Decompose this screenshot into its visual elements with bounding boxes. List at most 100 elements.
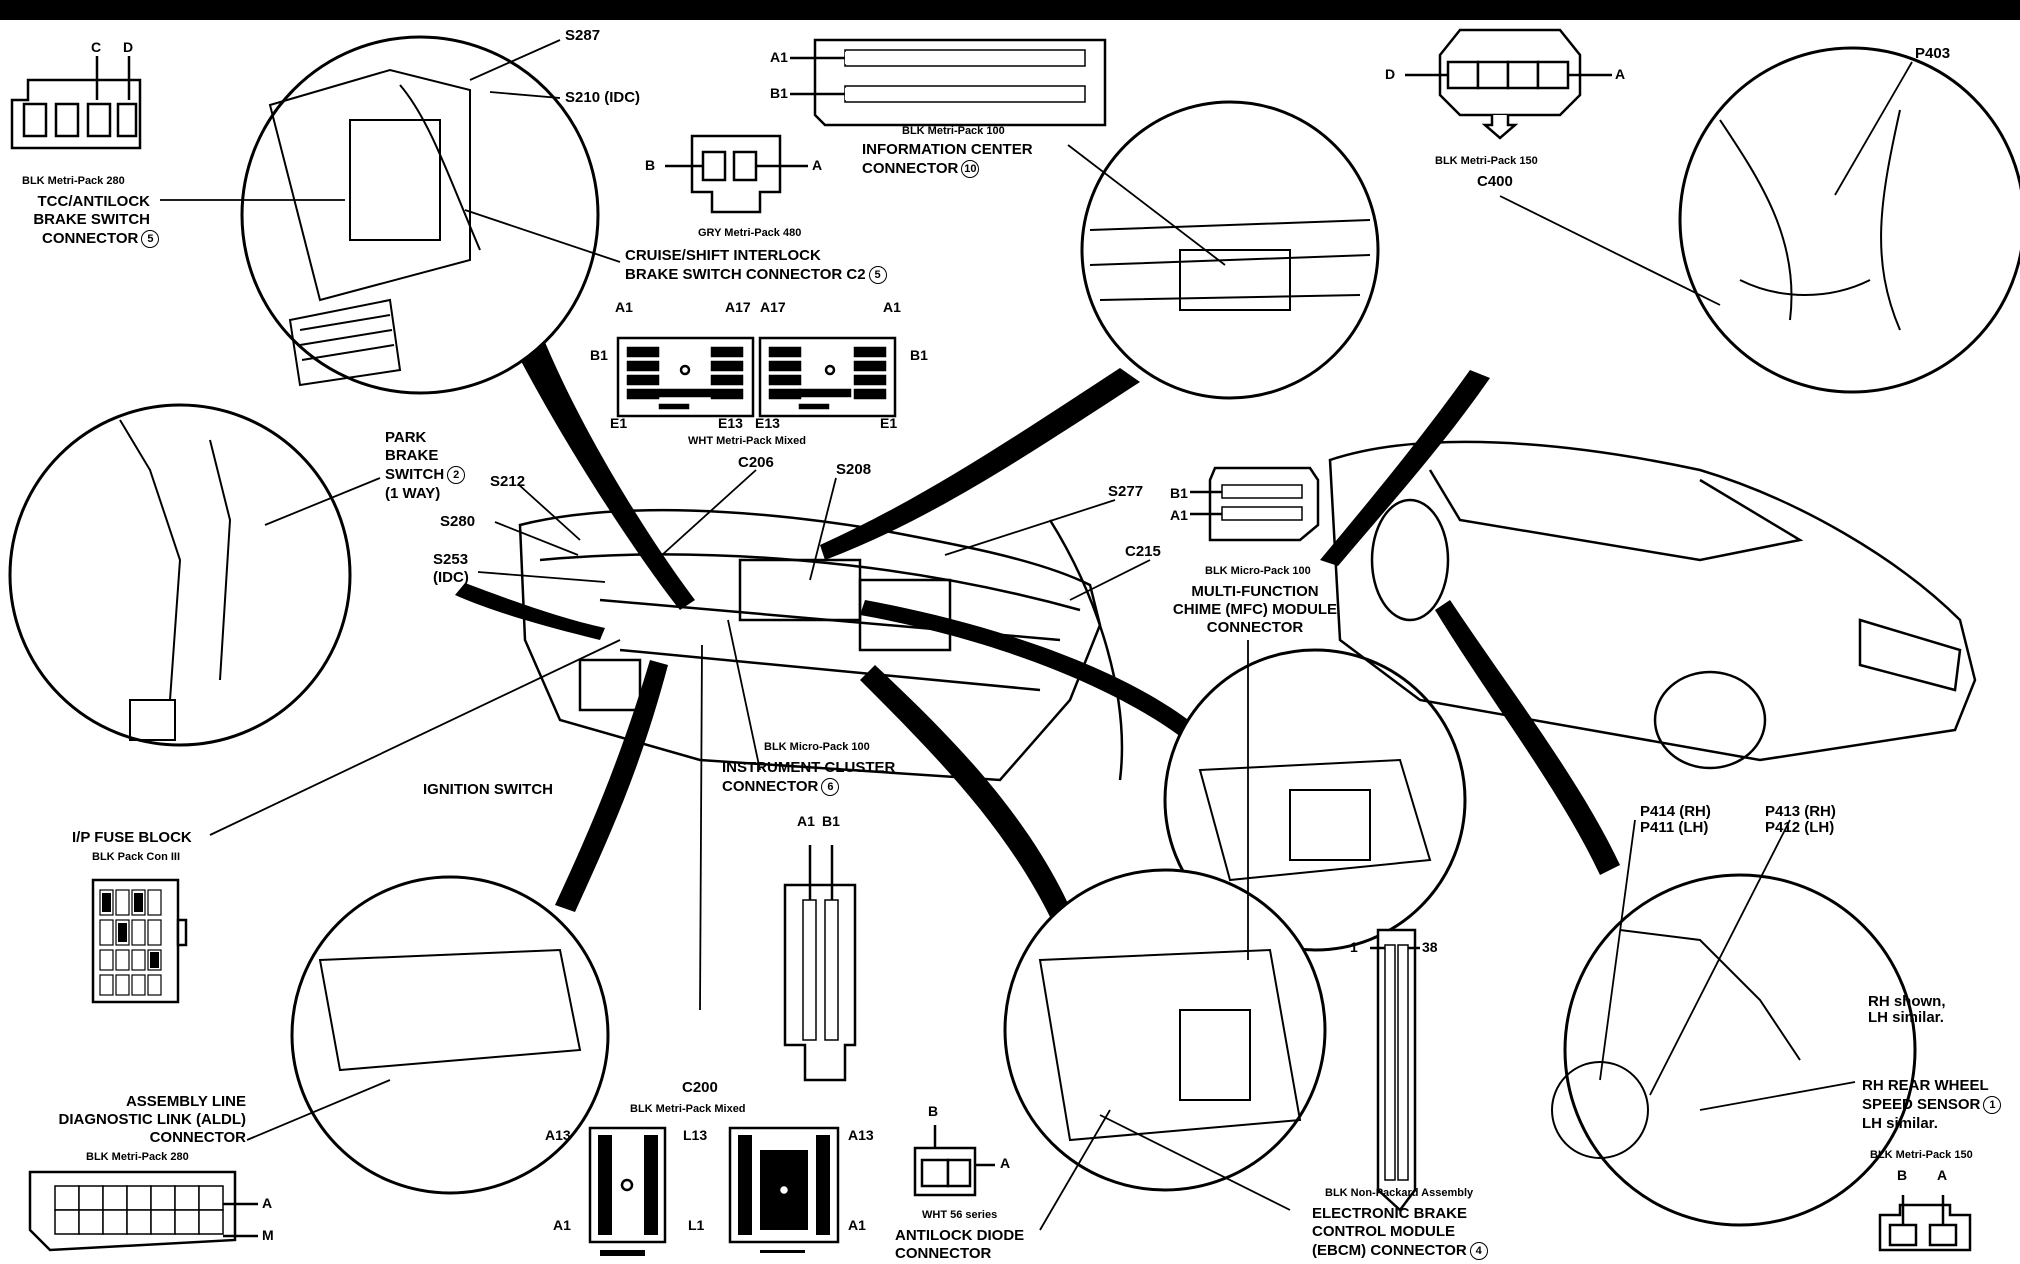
info-label-line1: INFORMATION CENTER <box>862 141 1033 158</box>
fuse-block-label: I/P FUSE BLOCK <box>72 829 192 846</box>
fuse-block-graphic <box>91 878 188 1004</box>
pin-c200-a1-left: A1 <box>553 1217 571 1233</box>
tcc-label-line1: TCC/ANTILOCK <box>37 193 151 210</box>
wss-callout-number: 1 <box>1983 1096 2002 1114</box>
mfc-connector-graphic <box>1190 466 1320 542</box>
ignition-switch-label: IGNITION SWITCH <box>423 781 553 798</box>
pin-mfc-b1: B1 <box>1170 485 1188 501</box>
cluster-callout-number: 6 <box>821 778 840 796</box>
p412-label: P412 (LH) <box>1765 819 1835 836</box>
label-c215: C215 <box>1125 543 1161 560</box>
c200-connector-type: BLK Metri-Pack Mixed <box>630 1103 746 1115</box>
pin-cluster-a17-left: A17 <box>725 299 751 315</box>
wss-connector-type: BLK Metri-Pack 150 <box>1870 1149 1973 1161</box>
cluster-connector-graphics <box>616 336 897 418</box>
ebcm-connector-type: BLK Non-Packard Assembly <box>1325 1187 1474 1199</box>
top-border <box>0 0 2020 20</box>
pin-info-b1: B1 <box>770 85 788 101</box>
tcc-label-text: CONNECTOR <box>42 229 139 247</box>
cluster-mixed-type: WHT Metri-Pack Mixed <box>688 435 806 447</box>
pin-mfc-a1: A1 <box>1170 507 1188 523</box>
diode-connector-type: WHT 56 series <box>922 1209 998 1221</box>
mfc-label-line3: CONNECTOR <box>1206 619 1304 636</box>
info-connector-type: BLK Metri-Pack 100 <box>902 125 1005 137</box>
tcc-connector-graphic <box>10 56 142 150</box>
pin-cluster-e1-right: E1 <box>880 415 898 431</box>
label-s253-idc: (IDC) <box>433 569 469 586</box>
pin-c200-a13-right: A13 <box>848 1127 874 1143</box>
park-label-line4: (1 WAY) <box>385 485 441 502</box>
tcc-callout-number: 5 <box>141 230 160 248</box>
callout-bands <box>455 330 1620 950</box>
pin-ebcm-1: 1 <box>1350 939 1358 955</box>
pin-cluster-e13-right: E13 <box>755 415 780 431</box>
cruise-label-text: BRAKE SWITCH CONNECTOR C2 <box>625 265 866 283</box>
wss-label-line1: RH REAR WHEEL <box>1862 1077 1989 1094</box>
p411-label: P411 (LH) <box>1640 819 1709 836</box>
tcc-label-line2: BRAKE SWITCH <box>33 211 150 228</box>
pin-cluster-e13-left: E13 <box>718 415 743 431</box>
c400-connector-type: BLK Metri-Pack 150 <box>1435 155 1538 167</box>
pin-cluster-a1-left: A1 <box>615 299 633 315</box>
pin-aldl-a: A <box>262 1195 273 1211</box>
pin-tcc-c: C <box>91 39 102 55</box>
c200-connector-graphics <box>588 1126 840 1256</box>
aldl-label-line3: CONNECTOR <box>149 1129 246 1146</box>
wss-connector-graphic <box>1878 1195 1972 1252</box>
pin-cluster-e1-left: E1 <box>610 415 628 431</box>
car-silhouette <box>1328 440 1977 770</box>
diode-label-line2: CONNECTOR <box>895 1245 992 1262</box>
info-center-connector-graphic <box>790 38 1107 127</box>
pin-cluster-a1-right: A1 <box>883 299 901 315</box>
c400-connector-graphic <box>1405 28 1612 140</box>
pin-c400-d: D <box>1385 66 1396 82</box>
lh-similar-label: LH similar. <box>1868 1009 1944 1026</box>
leader-lines <box>160 39 1913 1231</box>
pin-cluster-b1: B1 <box>822 813 840 829</box>
p403-label: P403 <box>1915 45 1951 62</box>
aldl-label-line1: ASSEMBLY LINE <box>125 1093 246 1110</box>
cruise-connector-type: GRY Metri-Pack 480 <box>698 227 802 239</box>
cruise-connector-graphic <box>665 134 808 214</box>
rh-shown-label: RH shown, <box>1868 993 1946 1010</box>
ebcm-connector-graphic <box>1370 928 1420 1212</box>
wss-lh-similar: LH similar. <box>1862 1115 1938 1132</box>
aldl-connector-type: BLK Metri-Pack 280 <box>86 1151 189 1163</box>
label-s212: S212 <box>490 473 526 490</box>
pin-c400-a: A <box>1615 66 1626 82</box>
pin-c200-l1: L1 <box>688 1217 705 1233</box>
detail-circles <box>8 35 2020 1227</box>
pin-cluster-a1: A1 <box>797 813 815 829</box>
pin-aldl-m: M <box>262 1227 274 1243</box>
pin-c200-a13-left: A13 <box>545 1127 571 1143</box>
pin-wss-b: B <box>1897 1167 1908 1183</box>
label-s287: S287 <box>565 27 601 44</box>
pin-info-a1: A1 <box>770 49 788 65</box>
park-label-text: SWITCH <box>385 465 445 483</box>
label-s253: S253 <box>433 551 469 568</box>
mfc-connector-type: BLK Micro-Pack 100 <box>1205 565 1311 577</box>
pin-cluster-b1-left: B1 <box>590 347 608 363</box>
pin-cluster-b1-right: B1 <box>910 347 928 363</box>
park-callout-number: 2 <box>447 466 466 484</box>
tcc-connector-type: BLK Metri-Pack 280 <box>22 175 125 187</box>
ebcm-label-text: (EBCM) CONNECTOR <box>1312 1241 1467 1259</box>
pin-c200-a1-right: A1 <box>848 1217 866 1233</box>
p413-label: P413 (RH) <box>1765 803 1836 820</box>
ebcm-label-line1: ELECTRONIC BRAKE <box>1312 1205 1468 1222</box>
pin-cruise-a: A <box>812 157 823 173</box>
label-s208: S208 <box>836 461 872 478</box>
cruise-label-line1: CRUISE/SHIFT INTERLOCK <box>625 247 821 264</box>
label-s210: S210 (IDC) <box>565 89 641 106</box>
pin-cruise-b: B <box>645 157 656 173</box>
label-s280: S280 <box>440 513 476 530</box>
pin-c200-l13: L13 <box>683 1127 708 1143</box>
ebcm-label-line2: CONTROL MODULE <box>1312 1223 1456 1240</box>
info-callout-number: 10 <box>961 160 980 178</box>
